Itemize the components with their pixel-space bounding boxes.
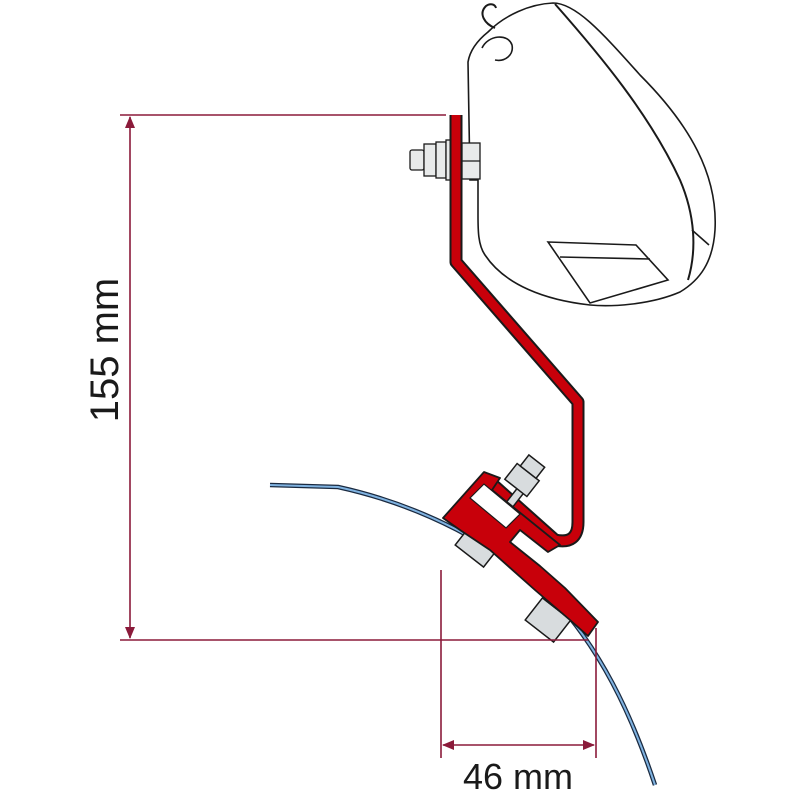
- hook-icon: [481, 3, 497, 29]
- mounting-bracket: [449, 115, 585, 548]
- awning-housing: [467, 2, 716, 307]
- height-dimension-label: 155 mm: [83, 278, 127, 423]
- top-bolt: [409, 139, 481, 181]
- clamp-body: [442, 471, 599, 637]
- width-dimension-label: 46 mm: [463, 756, 573, 797]
- dimension-lines: [120, 114, 597, 758]
